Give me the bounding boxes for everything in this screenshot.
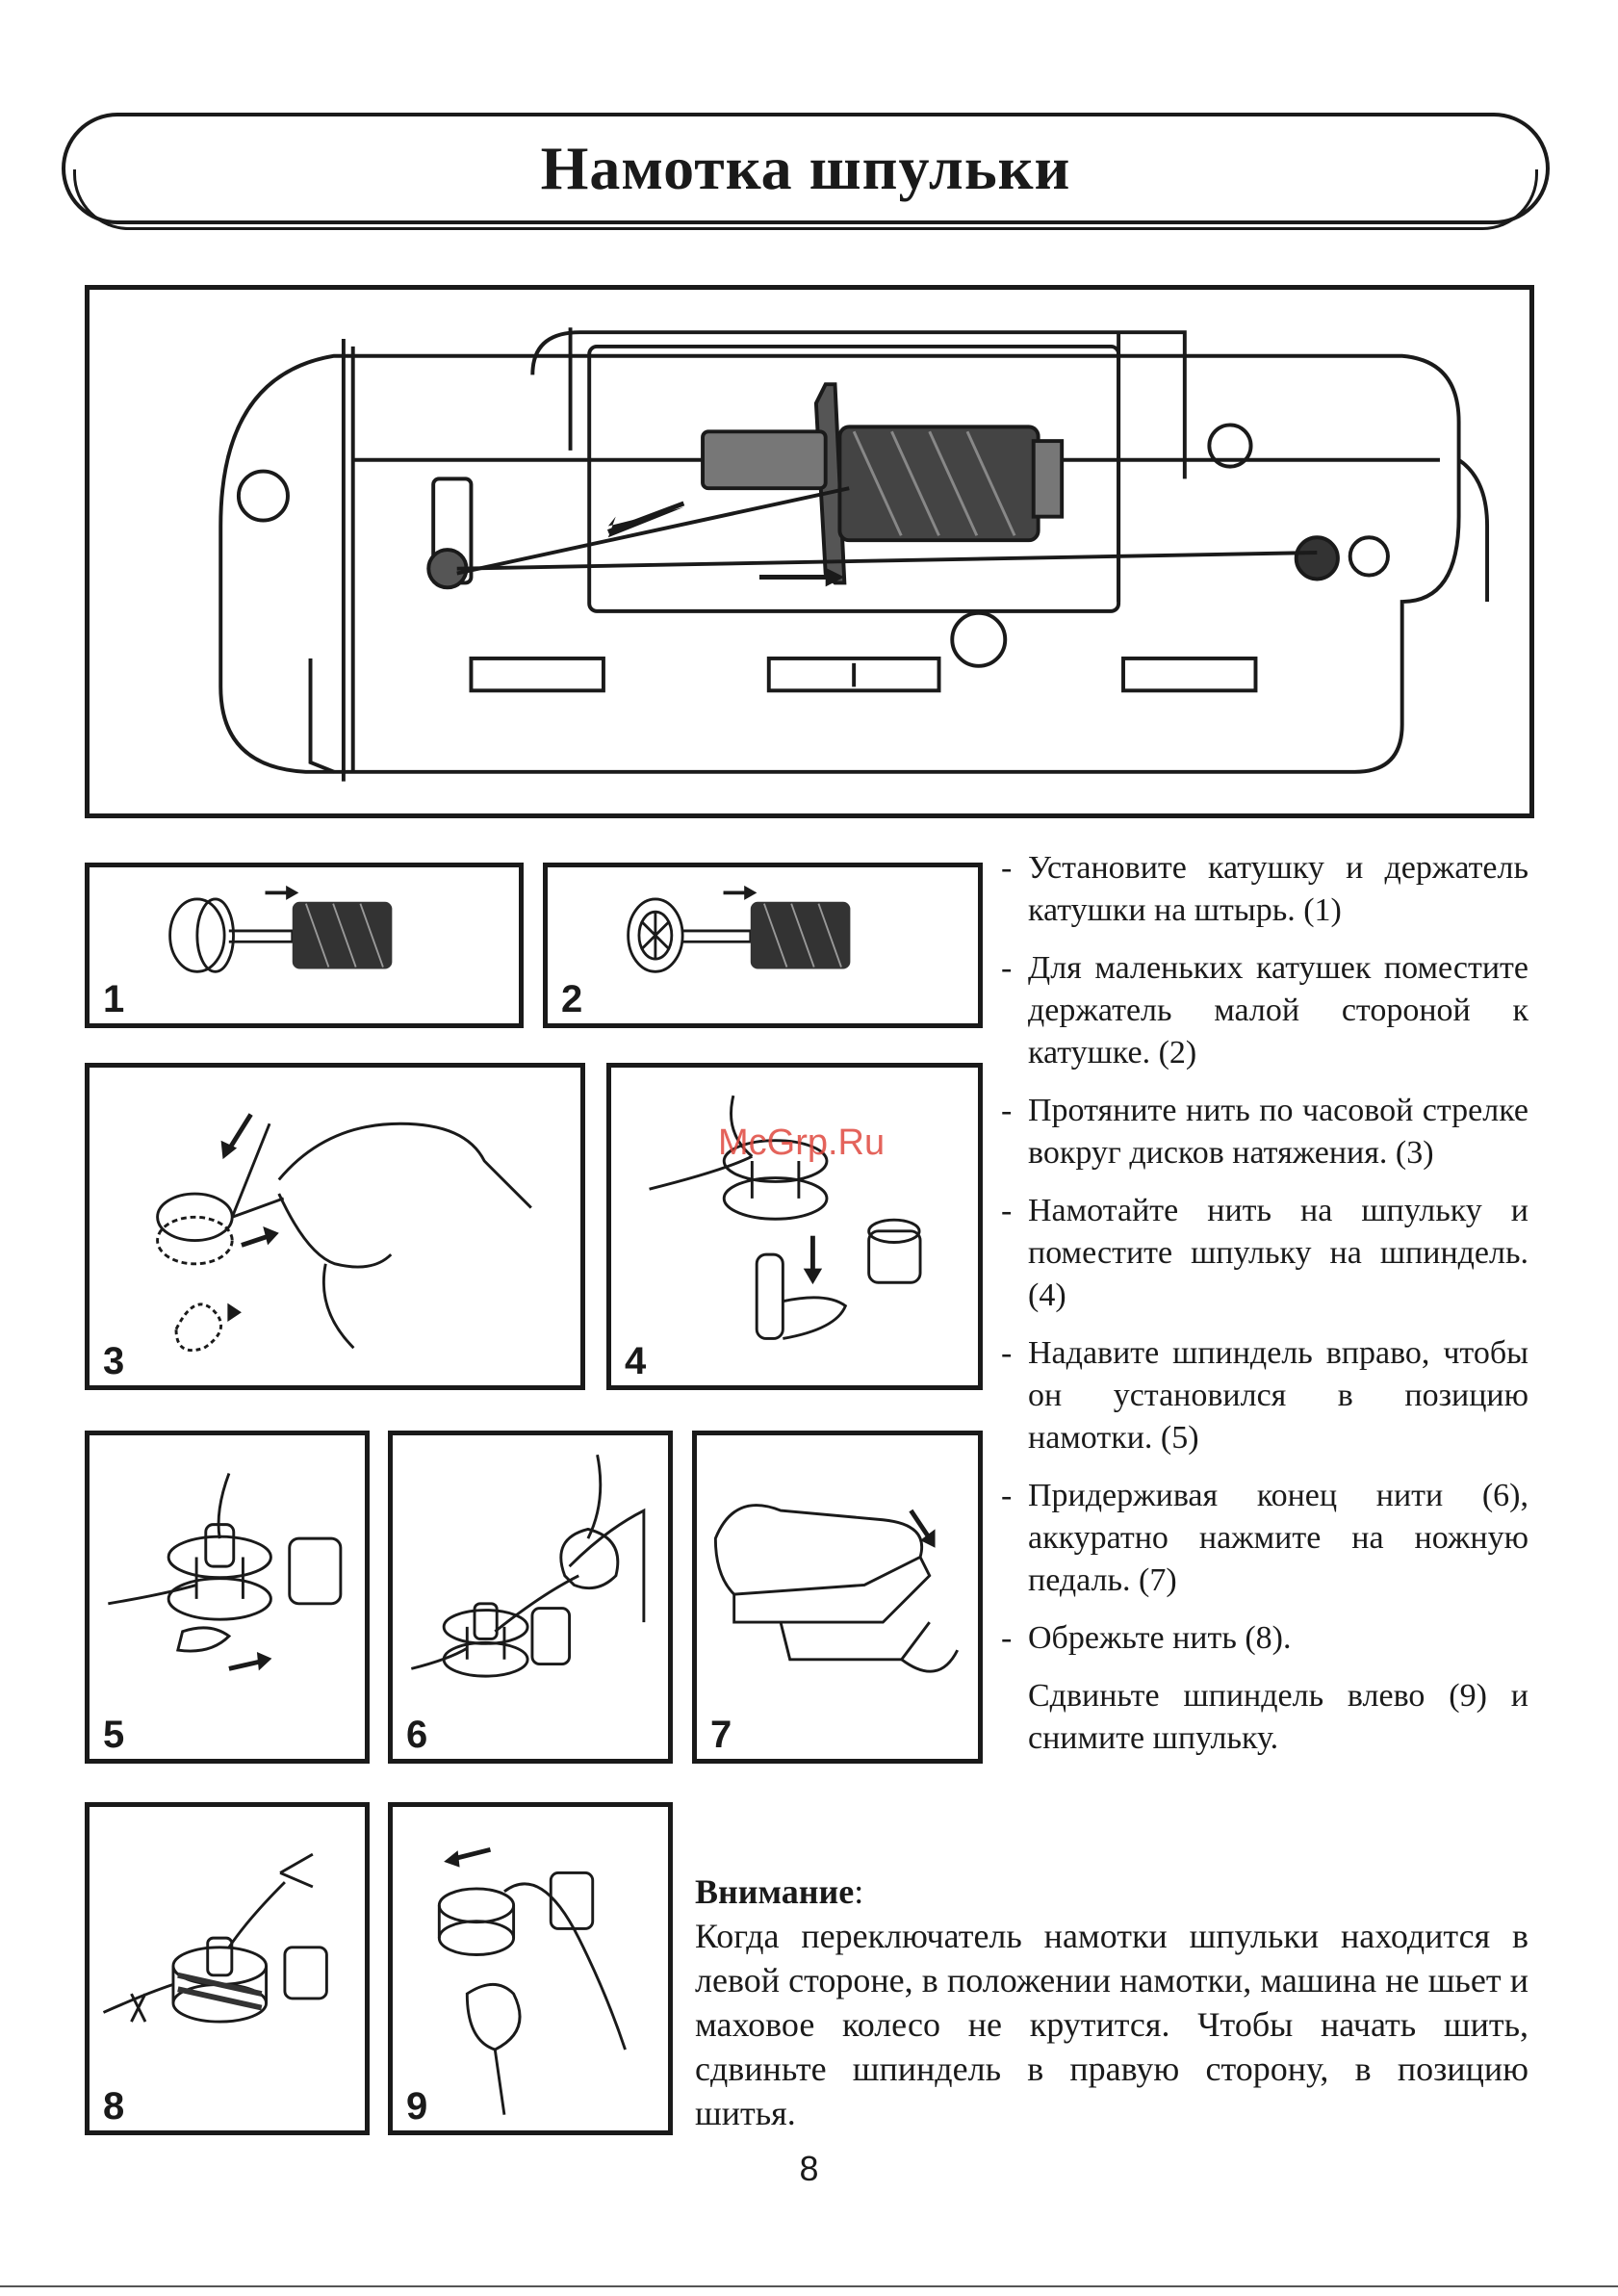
figure-1: 1 — [85, 863, 524, 1028]
figure-5-number: 5 — [103, 1714, 125, 1756]
bottom-rule — [0, 2285, 1618, 2287]
figure-7-number: 7 — [710, 1714, 732, 1756]
tension-disc-drawing — [156, 1113, 532, 1353]
figure-9-number: 9 — [406, 2085, 428, 2128]
attention-text: Когда переключатель намотки шпульки нахо… — [695, 1917, 1528, 2132]
foot-pedal-drawing — [713, 1504, 960, 1673]
figure-3: 3 — [85, 1063, 585, 1390]
figure-3-number: 3 — [103, 1340, 125, 1382]
watermark: McGrp.Ru — [718, 1122, 886, 1163]
step-7: -Обрежьте нить (8). — [1001, 1620, 1292, 1656]
attention-note: Внимание: Когда переключатель намотки шп… — [695, 1870, 1528, 2135]
machine-top-illustration — [85, 285, 1534, 818]
step-1: -Установите катушку и держатель катушки … — [1001, 850, 1528, 928]
instruction-steps: -Установите катушку и держатель катушки … — [1001, 847, 1528, 1775]
page-title: Намотка шпульки — [540, 134, 1071, 202]
page-title-banner: Намотка шпульки — [62, 113, 1550, 230]
attention-heading-line: Внимание: — [695, 1872, 864, 1911]
spindle-right-drawing — [108, 1472, 343, 1671]
remove-bobbin-drawing — [437, 1846, 627, 2115]
step-2: -Для маленьких катушек поместите держате… — [1001, 950, 1528, 1071]
figure-8: 8 — [85, 1802, 370, 2135]
small-spool-holder-drawing — [627, 885, 851, 973]
figure-7: 7 — [692, 1431, 983, 1764]
figure-1-number: 1 — [103, 978, 125, 1020]
figure-4-number: 4 — [625, 1340, 647, 1382]
hold-thread-drawing — [410, 1454, 646, 1678]
spool-holder-drawing — [168, 885, 393, 973]
step-8: Сдвиньте шпиндель влево (9) и снимите шп… — [1028, 1678, 1528, 1756]
figure-5: 5 — [85, 1431, 370, 1764]
figure-2-number: 2 — [561, 978, 583, 1020]
figure-6: 6 — [388, 1431, 673, 1764]
thread-spool-icon — [701, 382, 1065, 585]
step-4: -Намотайте нить на шпульку и поместите ш… — [1001, 1193, 1528, 1313]
step-5: -Надавите шпиндель вправо, чтобы он уста… — [1001, 1335, 1528, 1456]
figure-2: 2 — [543, 863, 983, 1028]
bobbin-spindle-drawing — [649, 1095, 922, 1340]
step-6: -Придерживая конец нити (6), аккуратно н… — [1001, 1478, 1528, 1598]
figure-4: 4 — [606, 1063, 983, 1390]
figure-9: 9 — [388, 1802, 673, 2135]
attention-heading: Внимание — [695, 1872, 855, 1911]
cut-thread-drawing — [102, 1852, 328, 2024]
figure-8-number: 8 — [103, 2085, 125, 2128]
figure-6-number: 6 — [406, 1714, 428, 1756]
machine-top-drawing — [218, 327, 1490, 782]
page-number: 8 — [799, 2149, 819, 2188]
step-3: -Протяните нить по часовой стрелке вокру… — [1001, 1093, 1528, 1171]
